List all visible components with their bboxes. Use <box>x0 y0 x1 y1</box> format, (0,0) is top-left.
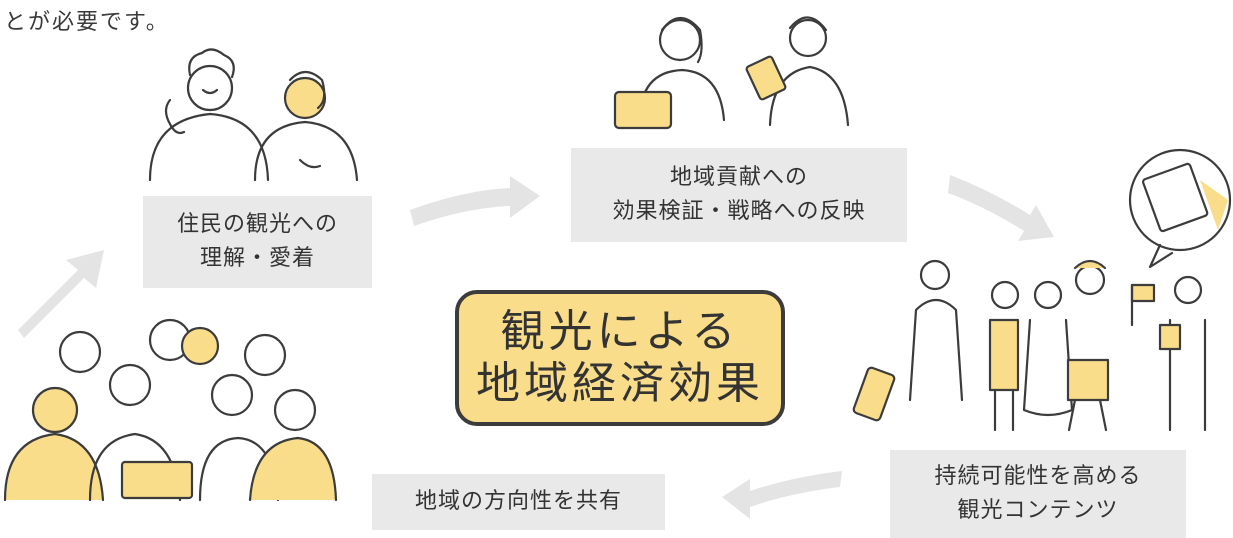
analysis-workers-illustration <box>613 16 850 130</box>
cycle-step-sustainable-content: 持続可能性を高める 観光コンテンツ <box>890 450 1186 538</box>
cycle-arrows <box>18 175 1054 519</box>
tourists-illustration <box>852 259 1207 432</box>
cycle-step-resident-understanding: 住民の観光への 理解・愛着 <box>143 196 372 288</box>
intro-text: とが必要です。 <box>4 10 170 35</box>
center-title-line: 地域経済効果 <box>476 358 764 409</box>
cycle-step-line: 住民の観光への <box>176 212 338 237</box>
cycle-step-shared-direction: 地域の方向性を共有 <box>372 474 665 530</box>
resident-couple-illustration <box>148 48 359 182</box>
survey-bubble-illustration <box>1128 148 1232 269</box>
cycle-step-line: 効果検証・戦略への反映 <box>612 199 866 224</box>
cycle-step-effect-verification: 地域貢献への 効果検証・戦略への反映 <box>571 148 907 242</box>
center-title-line: 観光による <box>500 306 740 357</box>
center-economic-effect: 観光による 地域経済効果 <box>455 290 785 426</box>
cycle-step-line: 地域貢献への <box>669 165 808 190</box>
cycle-step-line: 持続可能性を高める <box>934 464 1142 489</box>
meeting-illustration <box>3 318 338 502</box>
cycle-step-line: 観光コンテンツ <box>957 498 1119 523</box>
cycle-step-line: 理解・愛着 <box>199 246 315 271</box>
cycle-step-line: 地域の方向性を共有 <box>414 489 622 514</box>
